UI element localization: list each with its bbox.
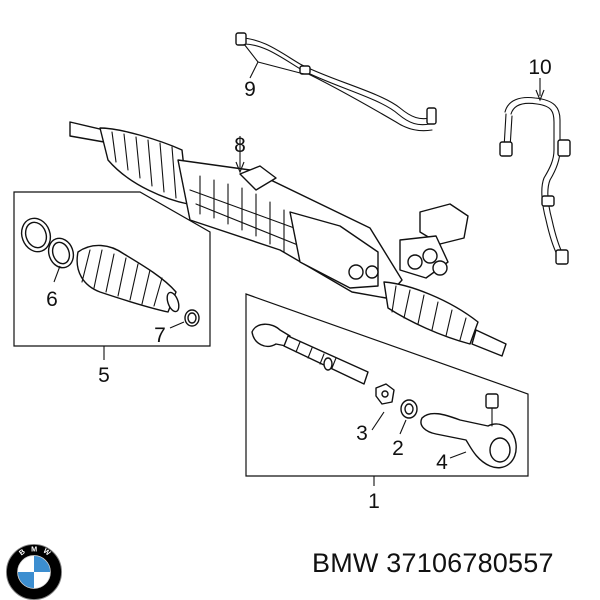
boot-part [76,244,180,313]
callout-5: 5 [98,364,110,387]
logo-letter-b: B [17,547,27,557]
part-caption: BMW 37106780557 [312,548,554,579]
callout-3: 3 [356,422,368,445]
inner-tie-rod-part [251,323,369,385]
tie-rod-kit-frame [245,293,529,477]
leader-lines [53,43,545,486]
steering-rack-housing-part [69,121,507,357]
callout-6: 6 [46,288,58,311]
hose-line-part [235,32,437,132]
pressure-line-part [499,96,571,265]
seal-kit-frame [13,191,211,347]
callout-1: 1 [368,490,380,513]
lock-nut-part [375,383,395,405]
washer-part [400,399,418,419]
clamp-ring-7-part [184,309,200,327]
callout-7: 7 [154,324,166,347]
callout-2: 2 [392,437,404,460]
logo-letter-m: M [31,545,37,554]
callout-10: 10 [528,56,551,79]
tie-rod-end-part [420,393,517,469]
seal-ring-6-part [20,217,75,269]
bmw-logo: B M W [5,543,63,600]
brand-name: BMW [312,548,379,578]
part-number: 37106780557 [386,548,554,578]
callout-8: 8 [234,134,246,157]
callout-9: 9 [244,78,256,101]
logo-letter-w: W [41,546,52,557]
callout-4: 4 [436,451,448,474]
